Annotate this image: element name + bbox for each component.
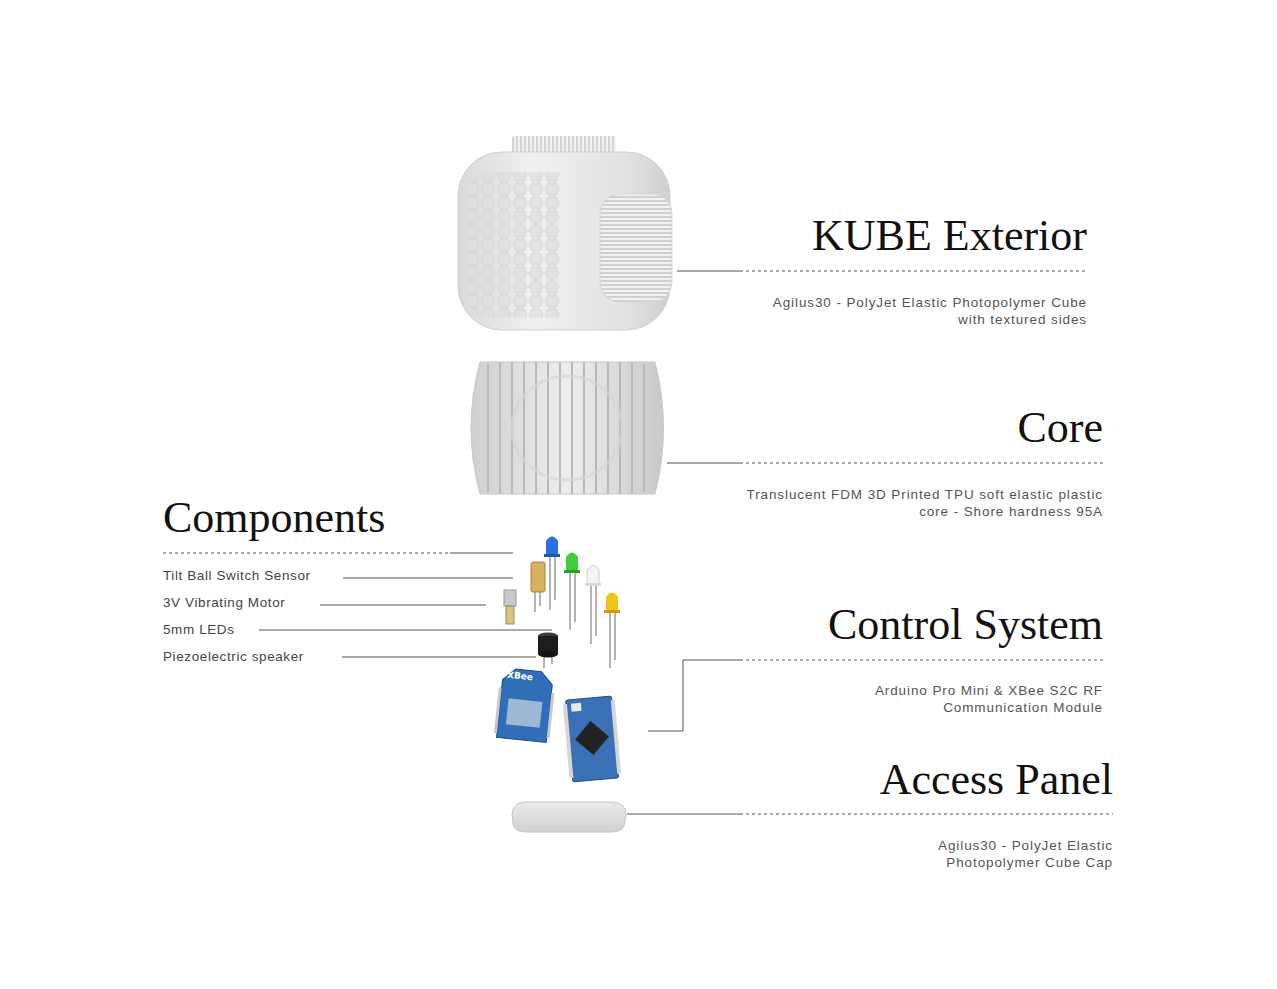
part-description: Agilus30 - PolyJet Elastic Photopolymer … bbox=[885, 837, 1113, 871]
section-heading: Components bbox=[163, 496, 385, 540]
component-label: Tilt Ball Switch Sensor bbox=[163, 569, 311, 583]
leader-lines bbox=[163, 271, 1113, 814]
part-heading: KUBE Exterior bbox=[812, 214, 1087, 258]
part-heading: Core bbox=[1017, 406, 1103, 450]
core bbox=[471, 362, 664, 494]
part-heading: Access Panel bbox=[880, 758, 1113, 802]
component-label: 5mm LEDs bbox=[163, 623, 235, 637]
access-panel bbox=[512, 802, 626, 832]
components bbox=[504, 537, 620, 669]
component-label: Piezoelectric speaker bbox=[163, 650, 304, 664]
part-description: Agilus30 - PolyJet Elastic Photopolymer … bbox=[757, 294, 1087, 328]
part-heading: Control System bbox=[828, 603, 1103, 647]
part-description: Translucent FDM 3D Printed TPU soft elas… bbox=[741, 486, 1103, 520]
component-label: 3V Vibrating Motor bbox=[163, 596, 285, 610]
kube-exterior bbox=[458, 136, 672, 330]
control-system bbox=[493, 667, 621, 782]
part-description: Arduino Pro Mini & XBee S2C RF Communica… bbox=[835, 682, 1103, 716]
